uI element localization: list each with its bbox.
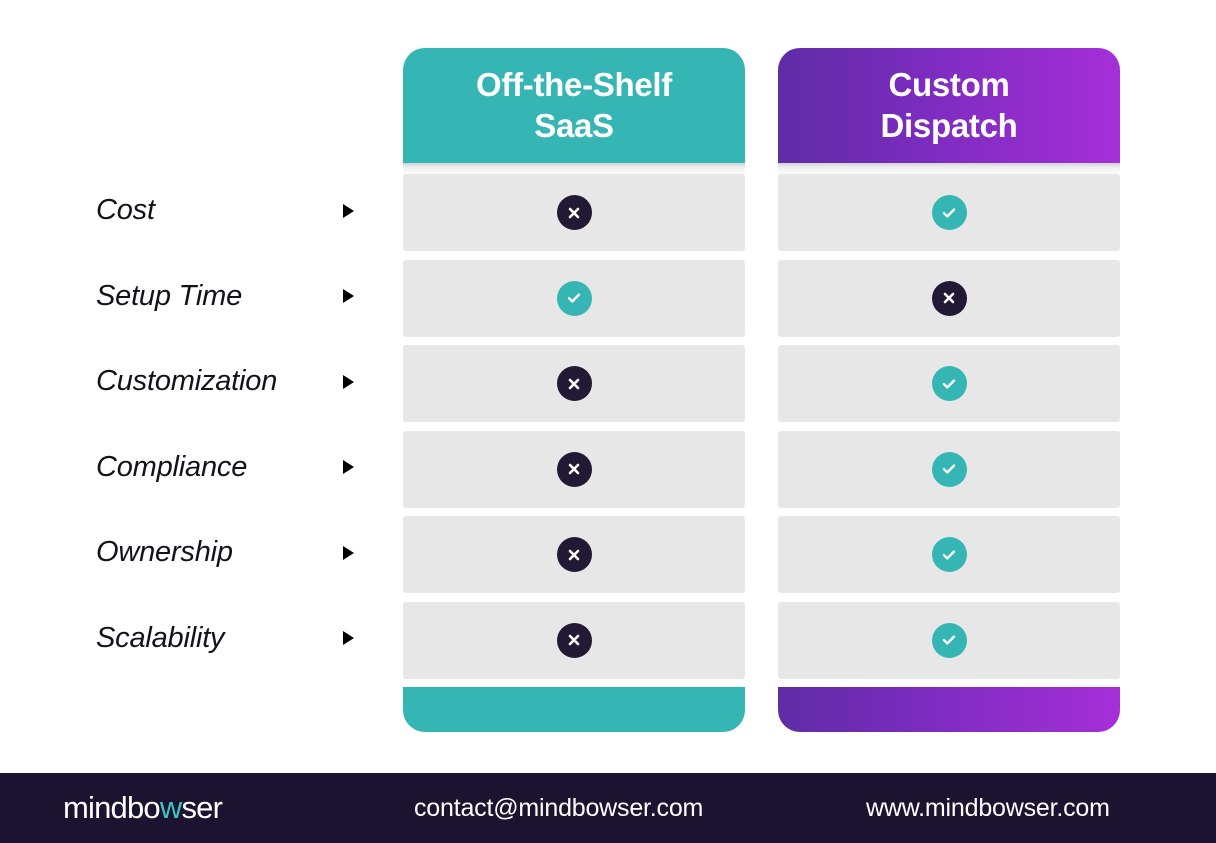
row-label-customization: Customization (96, 339, 360, 425)
cross-circle-icon (931, 280, 967, 316)
column-header-shadow (403, 162, 745, 175)
triangle-right-icon (343, 289, 354, 304)
cell-custom-cost (778, 174, 1120, 251)
cell-custom-compliance (778, 430, 1120, 508)
cell-custom-scalability (778, 601, 1120, 679)
row-label-text: Ownership (96, 536, 233, 569)
cell-saas-scalability (403, 601, 745, 679)
row-label-text: Cost (96, 194, 155, 227)
row-label-text: Scalability (96, 621, 225, 654)
column-header-shadow (778, 162, 1120, 175)
triangle-right-icon (343, 545, 354, 560)
column-body-off-the-shelf-saas (403, 174, 745, 679)
row-label-text: Customization (96, 365, 278, 398)
cross-circle-icon (556, 451, 592, 487)
row-label-ownership: Ownership (96, 510, 360, 596)
cross-circle-icon (556, 366, 592, 401)
brand-logo-prefix: mindbo (63, 790, 161, 825)
footer-email[interactable]: contact@mindbowser.com (414, 793, 704, 822)
cell-saas-compliance (403, 430, 745, 508)
column-title-line2: SaaS (534, 106, 614, 144)
column-header-off-the-shelf-saas: Off-the-Shelf SaaS (403, 48, 745, 163)
cross-circle-icon (556, 622, 592, 658)
column-footer-bar-custom-dispatch (778, 687, 1120, 732)
cell-saas-customization (403, 345, 745, 422)
comparison-board: Cost Setup Time Customization Compliance… (96, 48, 1120, 732)
check-circle-icon (931, 451, 967, 487)
cell-custom-customization (778, 345, 1120, 422)
cell-saas-setup-time (403, 259, 745, 337)
cell-saas-cost (403, 174, 745, 251)
cell-saas-ownership (403, 516, 745, 593)
triangle-right-icon (343, 374, 354, 389)
cell-custom-setup-time (778, 259, 1120, 337)
row-label-setup-time: Setup Time (96, 254, 360, 340)
check-circle-icon (931, 195, 967, 230)
column-title-line1: Custom (888, 66, 1010, 104)
row-label-text: Compliance (96, 450, 248, 483)
brand-logo: mindbowser (63, 790, 223, 826)
row-label-scalability: Scalability (96, 596, 360, 682)
column-off-the-shelf-saas: Off-the-Shelf SaaS (403, 48, 745, 732)
check-circle-icon (931, 366, 967, 401)
footer-website[interactable]: www.mindbowser.com (866, 793, 1110, 822)
column-custom-dispatch: Custom Dispatch (778, 48, 1120, 732)
column-title-line1: Off-the-Shelf (476, 66, 672, 104)
row-label-text: Setup Time (96, 279, 243, 312)
brand-logo-accent: w (159, 790, 182, 825)
column-title-line2: Dispatch (880, 106, 1018, 144)
cell-custom-ownership (778, 516, 1120, 593)
triangle-right-icon (343, 631, 354, 646)
cross-circle-icon (556, 537, 592, 572)
triangle-right-icon (343, 460, 354, 475)
check-circle-icon (931, 537, 967, 572)
page-footer: mindbowser contact@mindbowser.com www.mi… (0, 773, 1216, 843)
column-body-custom-dispatch (778, 174, 1120, 679)
check-circle-icon (931, 622, 967, 658)
cross-circle-icon (556, 195, 592, 230)
column-footer-bar-off-the-shelf-saas (403, 687, 745, 732)
row-label-column: Cost Setup Time Customization Compliance… (96, 168, 360, 681)
row-label-compliance: Compliance (96, 425, 360, 511)
column-header-custom-dispatch: Custom Dispatch (778, 48, 1120, 163)
brand-logo-suffix: ser (181, 790, 223, 825)
row-label-cost: Cost (96, 168, 360, 254)
check-circle-icon (556, 280, 592, 316)
triangle-right-icon (343, 203, 354, 218)
